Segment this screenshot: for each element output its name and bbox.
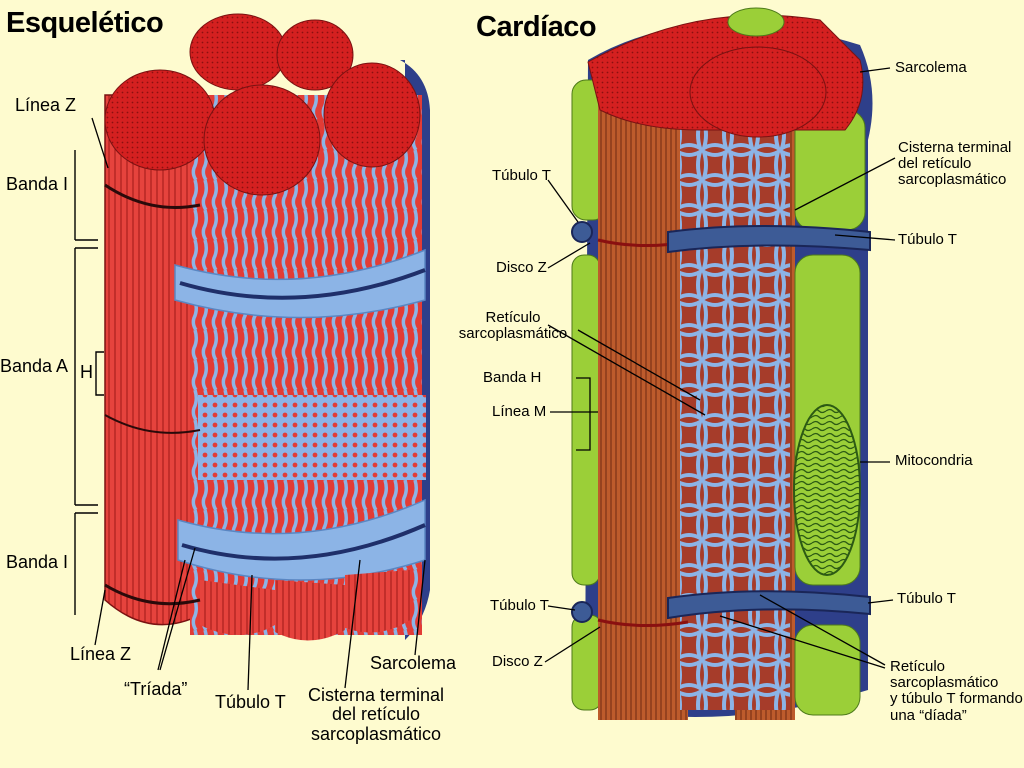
skeletal-title: Esquelético xyxy=(6,7,164,39)
label-h: H xyxy=(80,362,93,382)
label-tubulo-t-bottom-left: Túbulo T xyxy=(490,597,549,614)
label-banda-h: Banda H xyxy=(483,369,542,386)
label-banda-i-top: Banda I xyxy=(6,174,69,194)
label-linea-z-top: Línea Z xyxy=(15,95,77,115)
label-disco-z-bottom: Disco Z xyxy=(492,653,543,670)
label-reticulo-sarcoplasmatico: Retículo sarcoplasmático xyxy=(458,309,568,343)
label-linea-m: Línea M xyxy=(492,403,547,420)
skeletal-fiber-bundle xyxy=(104,13,430,641)
skeletal-band-brackets xyxy=(74,150,104,615)
mitochondrion xyxy=(793,404,861,576)
label-diada: Retículo sarcoplasmático y túbulo T form… xyxy=(890,658,1023,724)
skeletal-pointers xyxy=(91,117,426,691)
label-sarcolema: Sarcolema xyxy=(370,653,457,673)
cardiac-fiber-bundle xyxy=(571,7,873,720)
cardiac-title: Cardíaco xyxy=(476,11,597,43)
label-triada: “Tríada” xyxy=(124,679,188,699)
label-tubulo-t-top-left: Túbulo T xyxy=(492,167,551,184)
cardiac-pointers xyxy=(544,67,896,669)
label-cisterna-terminal: Cisterna terminal del retículo sarcoplas… xyxy=(307,685,445,744)
label-banda-a: Banda A xyxy=(0,356,69,376)
label-mitocondria: Mitocondria xyxy=(895,452,973,469)
label-disco-z-top: Disco Z xyxy=(496,259,547,276)
label-linea-z-bottom: Línea Z xyxy=(70,644,132,664)
label-cisterna-cardiac: Cisterna terminal del retículo sarcoplas… xyxy=(898,139,1012,189)
label-banda-i-bottom: Banda I xyxy=(6,552,69,572)
label-tubulo-t-bottom-right: Túbulo T xyxy=(897,590,956,607)
label-tubulo-t: Túbulo T xyxy=(215,692,286,712)
label-tubulo-t-top-right: Túbulo T xyxy=(898,231,957,248)
label-sarcolema-cardiac: Sarcolema xyxy=(895,59,967,76)
